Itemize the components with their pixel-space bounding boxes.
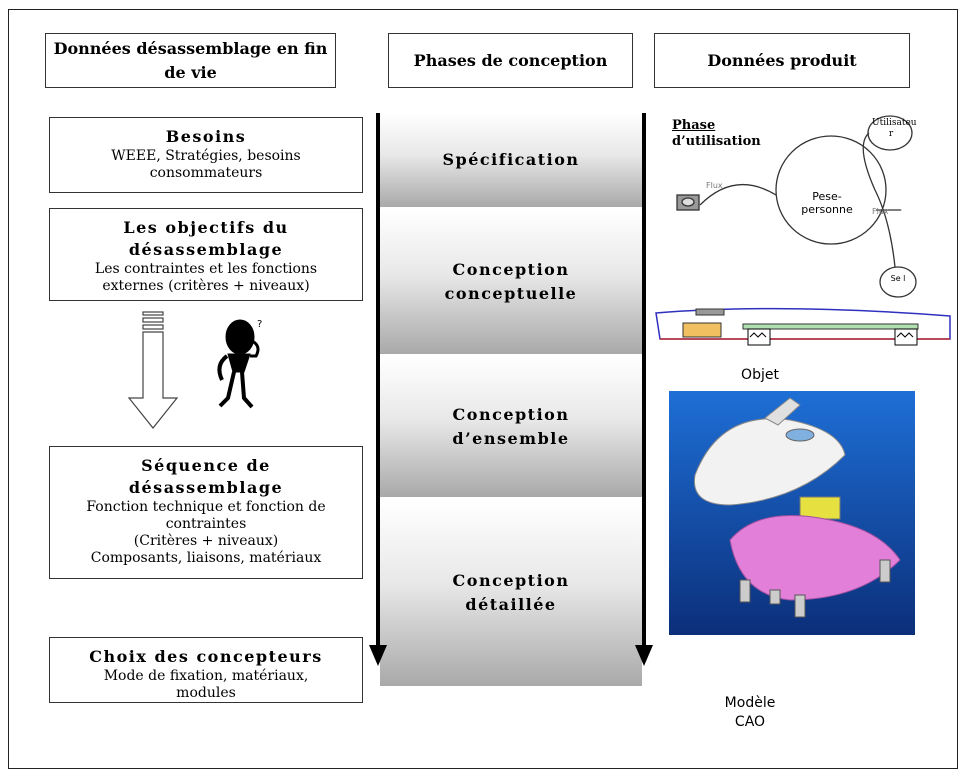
modele-cao-label: Modèle CAO bbox=[715, 694, 785, 732]
phase-utilisation-title: Phase d’utilisation bbox=[672, 118, 761, 150]
phase-title-line2: d’utilisation bbox=[672, 134, 761, 149]
objet-drawing bbox=[655, 307, 951, 346]
usage-phase-diagram bbox=[676, 115, 917, 298]
sequence-text1: Fonction technique et fonction de contra… bbox=[86, 499, 326, 532]
phase-conceptuelle: Conception conceptuelle bbox=[380, 210, 642, 354]
choix-title: Choix des concepteurs bbox=[89, 647, 323, 666]
modele-line2: CAO bbox=[734, 714, 766, 730]
modele-line1: Modèle bbox=[724, 695, 776, 711]
phase-specification: Spécification bbox=[380, 112, 642, 207]
left-timeline-arrow bbox=[369, 113, 387, 666]
header-middle: Phases de conception bbox=[388, 33, 633, 88]
sequence-text3: Composants, liaisons, matériaux bbox=[90, 550, 322, 566]
sequence-title: Séquence de désassemblage bbox=[128, 456, 284, 497]
box-choix: Choix des concepteurs Mode de fixation, … bbox=[49, 637, 363, 703]
header-right-label: Données produit bbox=[707, 50, 857, 70]
header-middle-label: Phases de conception bbox=[413, 50, 608, 70]
phase-conceptuelle-label: Conception conceptuelle bbox=[444, 260, 578, 303]
thinking-figure-icon: ? bbox=[217, 319, 262, 409]
box-besoins: Besoins WEEE, Stratégies, besoins consom… bbox=[49, 117, 363, 193]
hollow-down-arrow bbox=[127, 311, 179, 429]
diagram-graphics: ? bbox=[127, 113, 951, 666]
right-timeline-arrow bbox=[635, 113, 653, 666]
flux-label-1: Flux bbox=[706, 181, 723, 190]
phase-ensemble-label: Conception d’ensemble bbox=[452, 405, 570, 448]
besoins-text: WEEE, Stratégies, besoins consommateurs bbox=[111, 148, 301, 181]
objet-label: Objet bbox=[741, 367, 779, 383]
objectifs-title: Les objectifs du désassemblage bbox=[123, 218, 289, 259]
phase-ensemble: Conception d’ensemble bbox=[380, 357, 642, 497]
box-objectifs: Les objectifs du désassemblage Les contr… bbox=[49, 208, 363, 301]
flux-label-2: Flux bbox=[872, 207, 889, 216]
header-left-label: Données désassemblage en fin de vie bbox=[53, 38, 328, 82]
box-sequence: Séquence de désassemblage Fonction techn… bbox=[49, 446, 363, 579]
svg-text:?: ? bbox=[257, 319, 262, 330]
utilisateur-label: Utilisateu r bbox=[872, 118, 917, 139]
cao-model-image bbox=[669, 391, 915, 635]
choix-text: Mode de fixation, matériaux, modules bbox=[103, 668, 309, 701]
se-label: Se l bbox=[890, 274, 906, 283]
phase-detaillee: Conception détaillée bbox=[380, 500, 642, 686]
phase-specification-label: Spécification bbox=[442, 149, 580, 169]
sequence-text2: (Critères + niveaux) bbox=[133, 533, 279, 549]
header-left: Données désassemblage en fin de vie bbox=[45, 33, 336, 88]
phase-detaillee-label: Conception détaillée bbox=[452, 571, 570, 614]
pese-personne-label: Pese-personne bbox=[801, 190, 853, 216]
header-right: Données produit bbox=[654, 33, 910, 88]
objectifs-text: Les contraintes et les fonctions externe… bbox=[94, 261, 318, 294]
besoins-title: Besoins bbox=[165, 127, 247, 146]
phase-title-line1: Phase bbox=[672, 118, 716, 133]
